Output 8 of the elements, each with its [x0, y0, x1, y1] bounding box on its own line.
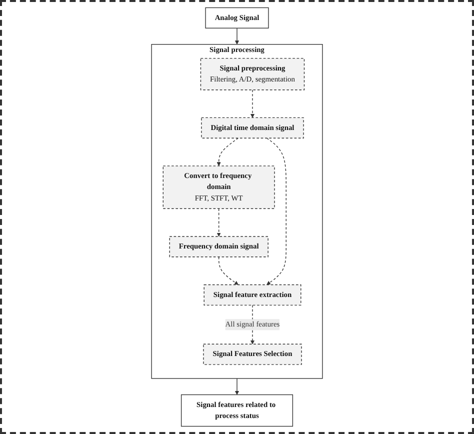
arrow: [266, 138, 286, 285]
arrow: [218, 256, 238, 285]
arrow: [216, 138, 239, 166]
arrow: [234, 28, 240, 45]
arrow: [234, 378, 240, 395]
arrow: [250, 304, 255, 344]
arrow: [216, 208, 221, 237]
arrow: [250, 90, 255, 118]
